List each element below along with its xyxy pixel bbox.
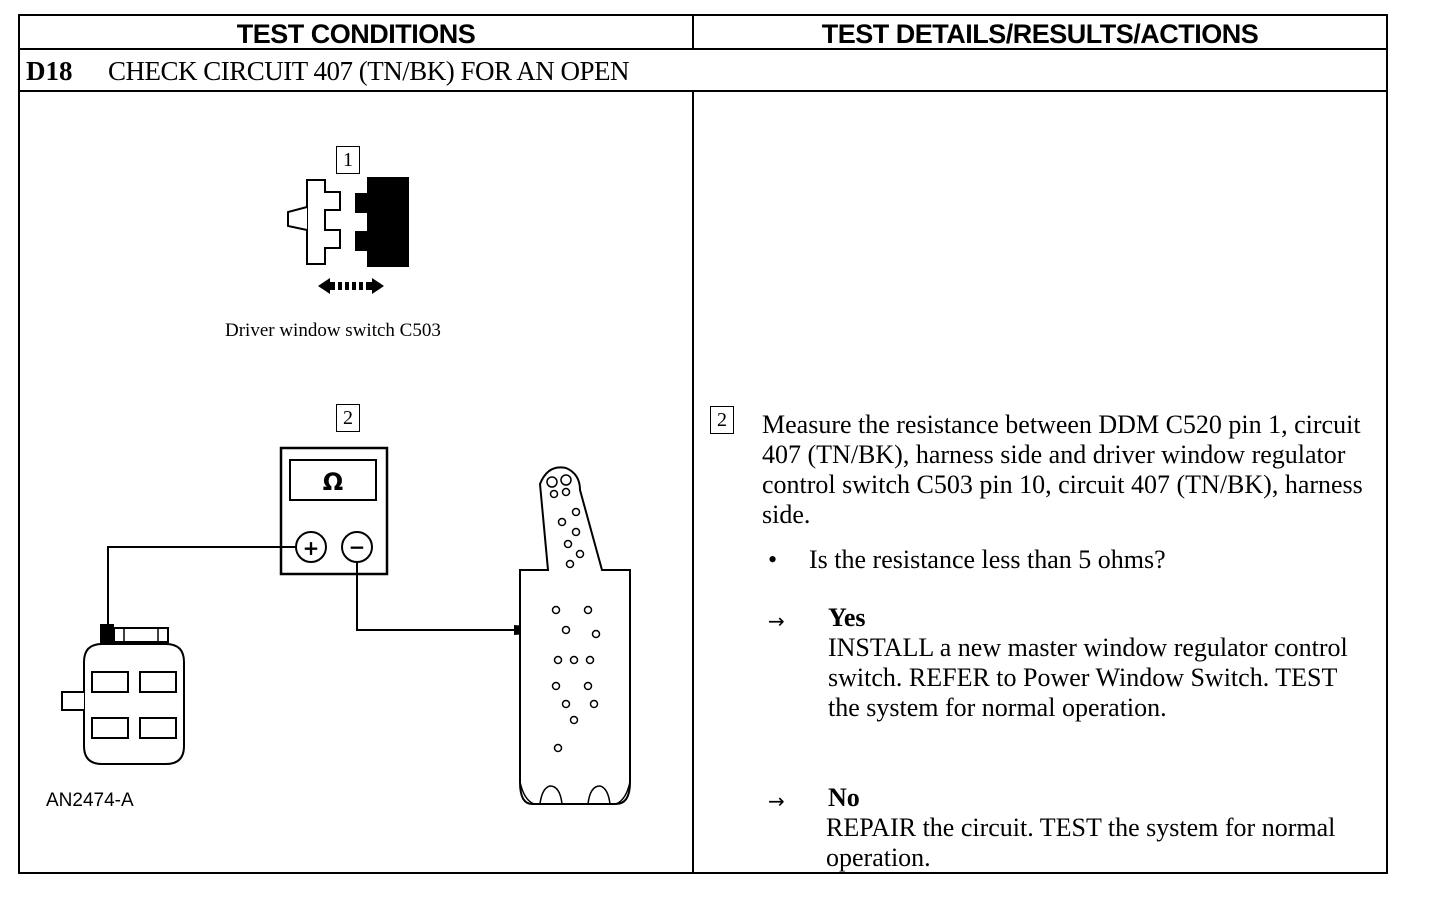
ohm-symbol: Ω bbox=[323, 468, 343, 496]
test-conditions-panel: Ω + − bbox=[20, 92, 694, 872]
question-text: Is the resistance less than 5 ohms? bbox=[809, 545, 1166, 574]
yes-action: INSTALL a new master window regulator co… bbox=[828, 633, 1348, 722]
double-arrow-icon bbox=[318, 278, 384, 294]
step-title: CHECK CIRCUIT 407 (TN/BK) FOR AN OPEN bbox=[108, 56, 630, 86]
connector-icon bbox=[287, 177, 409, 267]
yes-arrow-icon: → bbox=[768, 609, 785, 633]
test-table: TEST CONDITIONS TEST DETAILS/RESULTS/ACT… bbox=[18, 14, 1388, 874]
test-diagram: Ω + − bbox=[61, 177, 631, 805]
measure-instruction: Measure the resistance between DDM C520 … bbox=[762, 410, 1363, 529]
no-label: No bbox=[828, 783, 860, 812]
bullet: • bbox=[768, 545, 778, 574]
step-1-number: 1 bbox=[336, 146, 360, 174]
step-id: D18 bbox=[26, 56, 73, 86]
yes-label: Yes bbox=[828, 603, 866, 632]
no-arrow-icon: → bbox=[768, 789, 785, 813]
step-2-number: 2 bbox=[336, 404, 360, 432]
table-header-row: TEST CONDITIONS TEST DETAILS/RESULTS/ACT… bbox=[20, 16, 1386, 50]
negative-terminal: − bbox=[349, 535, 366, 559]
header-test-details: TEST DETAILS/RESULTS/ACTIONS bbox=[821, 19, 1259, 49]
test-details-panel: 2 Measure the resistance between DDM C52… bbox=[694, 92, 1386, 872]
step-1-caption: Driver window switch C503 bbox=[225, 320, 441, 341]
figure-id: AN2474-A bbox=[46, 790, 134, 811]
step-title-row: D18 CHECK CIRCUIT 407 (TN/BK) FOR AN OPE… bbox=[20, 50, 1386, 92]
ohmmeter-icon: Ω + − bbox=[279, 446, 389, 576]
no-action: REPAIR the circuit. TEST the system for … bbox=[826, 813, 1336, 872]
header-test-conditions: TEST CONDITIONS bbox=[20, 16, 694, 49]
window-switch-icon bbox=[519, 466, 631, 805]
harness-connector-icon bbox=[61, 627, 185, 765]
positive-terminal: + bbox=[303, 536, 320, 560]
details-step-number: 2 bbox=[710, 406, 734, 434]
